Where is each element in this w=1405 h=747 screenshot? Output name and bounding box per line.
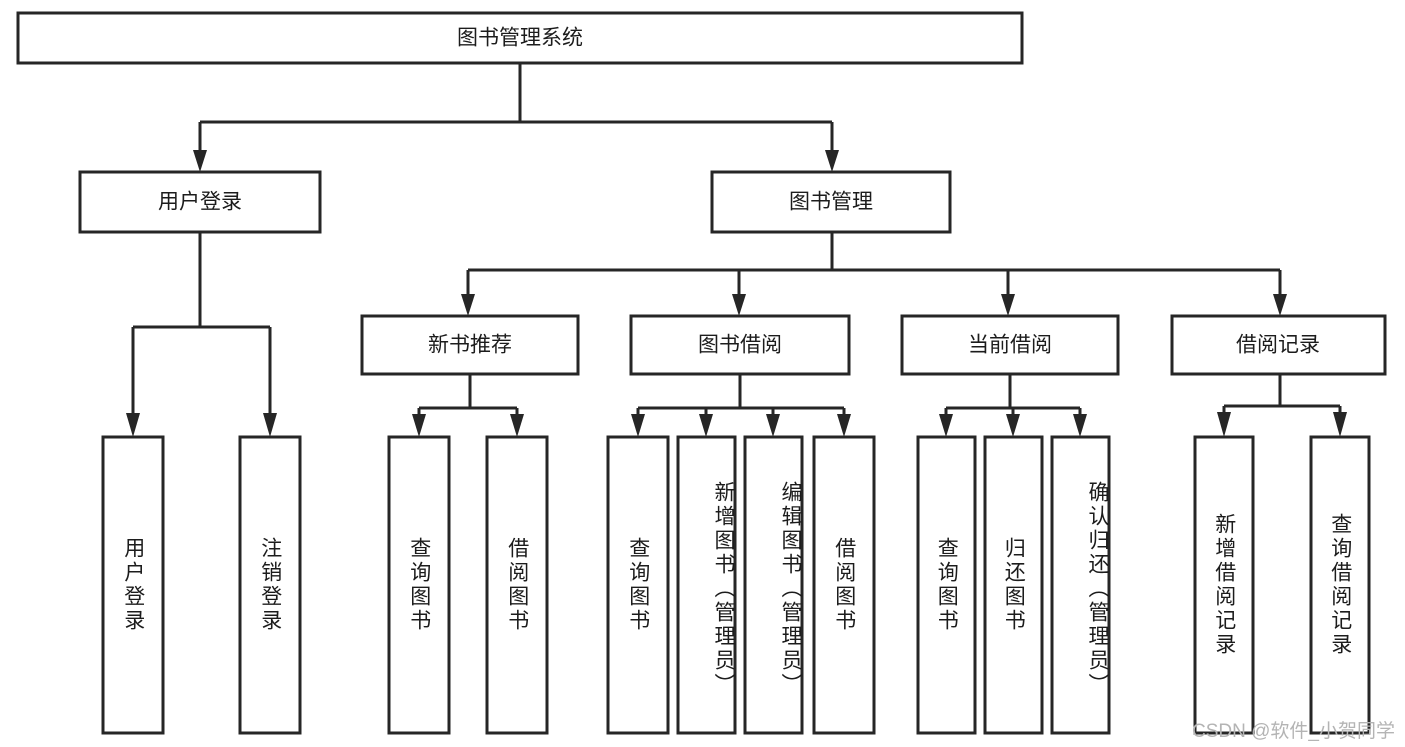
node-root-box[interactable] [16,11,1024,65]
arrowhead-book-borrow [732,294,746,316]
node-current-borrow-label: 当前借阅 [968,334,1052,357]
node-leaf-add-book-admin-box[interactable] [676,435,737,735]
arrowhead-user-login [193,150,207,172]
node-user-login[interactable]: 用户登录 [78,170,322,234]
arrowhead-leaf-query-book-rec [412,414,426,437]
node-current-borrow[interactable]: 当前借阅 [900,314,1120,376]
node-book-borrow-box[interactable] [629,314,851,376]
arrowhead-current-borrow [1001,294,1015,316]
node-book-manage-box[interactable] [710,170,952,234]
node-borrow-record[interactable]: 借阅记录 [1170,314,1387,376]
arrowhead-borrow-record [1273,294,1287,316]
node-leaf-add-borrow-record-box[interactable] [1193,435,1255,735]
node-leaf-query-book-rec-box[interactable] [387,435,451,735]
arrowhead-leaf-borrow-book [837,414,851,437]
node-leaf-query-borrow-record-box[interactable] [1309,435,1371,735]
arrowhead-leaf-user-login [126,413,140,437]
node-new-book-recommend-box[interactable] [360,314,580,376]
node-user-login-label: 用户登录 [158,191,242,214]
nodes: 图书管理系统 用户登录 图书管理 新书推荐 图书借阅 当前 [16,11,1387,735]
connectors [126,63,1347,437]
arrowhead-leaf-return-book [1006,414,1020,437]
node-new-book-recommend[interactable]: 新书推荐 [360,314,580,376]
node-user-login-box[interactable] [78,170,322,234]
node-leaf-logout-box[interactable] [238,435,302,735]
node-leaf-query-book-current-box[interactable] [916,435,977,735]
node-leaf-user-login-box[interactable] [101,435,165,735]
arrowhead-leaf-query-borrow-record [1333,412,1347,437]
node-book-borrow[interactable]: 图书借阅 [629,314,851,376]
node-borrow-record-label: 借阅记录 [1236,334,1320,357]
node-book-manage[interactable]: 图书管理 [710,170,952,234]
node-leaf-confirm-return-admin-box[interactable] [1050,435,1111,735]
node-leaf-query-book-borrow-box[interactable] [606,435,670,735]
node-leaf-borrow-book-rec-box[interactable] [485,435,549,735]
node-current-borrow-box[interactable] [900,314,1120,376]
arrowhead-leaf-add-book-admin [699,414,713,437]
arrowhead-book-manage [825,150,839,172]
node-book-borrow-label: 图书借阅 [698,334,782,357]
node-book-manage-label: 图书管理 [789,191,873,214]
arrowhead-leaf-borrow-book-rec [510,414,524,437]
node-root-label: 图书管理系统 [457,27,583,50]
node-new-book-recommend-label: 新书推荐 [428,334,512,357]
arrowhead-leaf-query-book-current [939,414,953,437]
arrowhead-leaf-logout [263,413,277,437]
node-borrow-record-box[interactable] [1170,314,1387,376]
node-leaf-edit-book-admin-box[interactable] [743,435,804,735]
node-leaf-borrow-book-box[interactable] [812,435,876,735]
arrowhead-leaf-add-borrow-record [1217,412,1231,437]
arrowhead-new-book-recommend [461,294,475,316]
node-leaf-return-book-box[interactable] [983,435,1044,735]
arrowhead-leaf-edit-book-admin [766,414,780,437]
arrowhead-leaf-query-book-borrow [631,414,645,437]
node-root[interactable]: 图书管理系统 [16,11,1024,65]
csdn-watermark: CSDN @软件_小贺同学 [1192,721,1395,742]
arrowhead-leaf-confirm-return-admin [1073,414,1087,437]
